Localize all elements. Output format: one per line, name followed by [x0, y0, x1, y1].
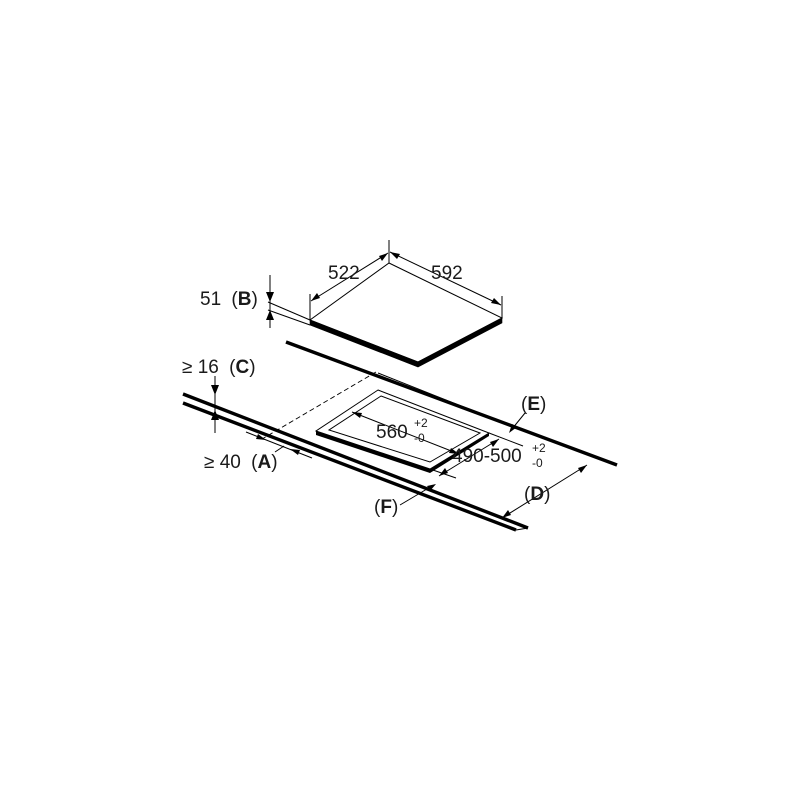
- dimension-worktop-thickness: [211, 376, 219, 433]
- extension-line: [488, 432, 524, 447]
- value-51: 51: [200, 289, 221, 310]
- value-min-16: ≥ 16: [182, 357, 219, 378]
- dimension-width-592: [388, 240, 503, 318]
- arrowhead: [211, 385, 219, 395]
- arrowhead: [352, 412, 362, 418]
- dimension-line: [389, 251, 502, 306]
- arrowhead: [390, 252, 400, 259]
- open-paren: (: [521, 394, 528, 415]
- tolerance-minus-560: -0: [414, 431, 425, 445]
- tolerance-minus-490-500: -0: [532, 456, 543, 470]
- dimension-depth-522: [309, 252, 389, 320]
- worktop-front-edge-top: [182, 392, 529, 530]
- worktop: [182, 340, 618, 532]
- label-e: E: [527, 394, 540, 415]
- leader-f: [399, 484, 436, 506]
- dimension-label-a: ≥ 40 (A): [204, 452, 278, 473]
- dimension-line: [438, 438, 500, 477]
- close-paren: ): [544, 484, 550, 505]
- label-b: B: [238, 289, 252, 310]
- extension-line: [267, 301, 311, 321]
- arrowhead: [290, 449, 300, 455]
- dimension-cutout-width-560: [351, 411, 460, 455]
- worktop-side-edge: [515, 527, 529, 531]
- worktop-back-edge: [285, 340, 618, 467]
- dimension-line: [245, 431, 313, 459]
- projection-line: [261, 371, 377, 440]
- label-f: F: [380, 497, 392, 518]
- worktop-front-edge-bottom: [182, 401, 517, 532]
- open-paren: (: [231, 289, 238, 310]
- open-paren: (: [229, 357, 236, 378]
- arrowhead: [311, 293, 320, 301]
- dimension-line: [501, 464, 588, 519]
- dimension-label-51: 51 (B): [200, 289, 258, 310]
- tolerance-plus-560: +2: [414, 416, 428, 430]
- close-paren: ): [392, 497, 398, 518]
- leader-line: [399, 485, 433, 506]
- label-d: D: [530, 484, 544, 505]
- hob-projection: [261, 371, 515, 440]
- hob-glass-edge: [309, 317, 503, 368]
- arrowhead: [509, 424, 517, 433]
- callout-f: (F): [374, 497, 398, 518]
- dimension-line: [351, 411, 460, 455]
- dimension-line: [310, 252, 389, 302]
- arrowhead: [211, 410, 219, 420]
- extension-line: [267, 309, 311, 326]
- cutout-inner: [327, 395, 482, 463]
- dimension-label-c: ≥ 16 (C): [182, 357, 256, 378]
- arrowhead: [439, 468, 448, 476]
- close-paren: ): [249, 357, 255, 378]
- leader-e: [509, 412, 526, 433]
- dimension-side-distance: [501, 464, 588, 519]
- dimension-cutout-depth: [429, 432, 524, 479]
- callout-e: (E): [521, 394, 546, 415]
- arrowhead: [490, 439, 499, 447]
- close-paren: ): [540, 394, 546, 415]
- close-paren: ): [251, 289, 257, 310]
- tolerance-plus-490-500: +2: [532, 441, 546, 455]
- arrowhead: [256, 434, 266, 440]
- arrowhead: [491, 298, 501, 305]
- close-paren: ): [271, 452, 277, 473]
- dimension-label-560: 560: [376, 422, 408, 443]
- arrowhead: [427, 484, 436, 491]
- dimension-label-490-500: 490-500: [452, 446, 522, 467]
- callout-d: (D): [524, 484, 550, 505]
- open-paren: (: [251, 452, 258, 473]
- arrowhead: [578, 465, 587, 473]
- leader-line: [274, 445, 285, 453]
- projection-line: [377, 372, 515, 428]
- open-paren: (: [374, 497, 381, 518]
- cutout-depth-face: [316, 431, 489, 473]
- dimension-front-distance: [245, 431, 313, 459]
- label-c: C: [235, 357, 249, 378]
- arrowhead: [379, 253, 388, 261]
- arrowhead: [266, 292, 274, 302]
- arrowhead: [266, 310, 274, 320]
- arrowhead: [502, 510, 511, 518]
- arrowhead: [449, 448, 459, 454]
- dimension-label-592: 592: [431, 263, 463, 284]
- dimension-label-522: 522: [328, 263, 360, 284]
- open-paren: (: [524, 484, 531, 505]
- dimension-height-51: [266, 275, 311, 328]
- value-min-40: ≥ 40: [204, 452, 241, 473]
- label-a: A: [257, 452, 271, 473]
